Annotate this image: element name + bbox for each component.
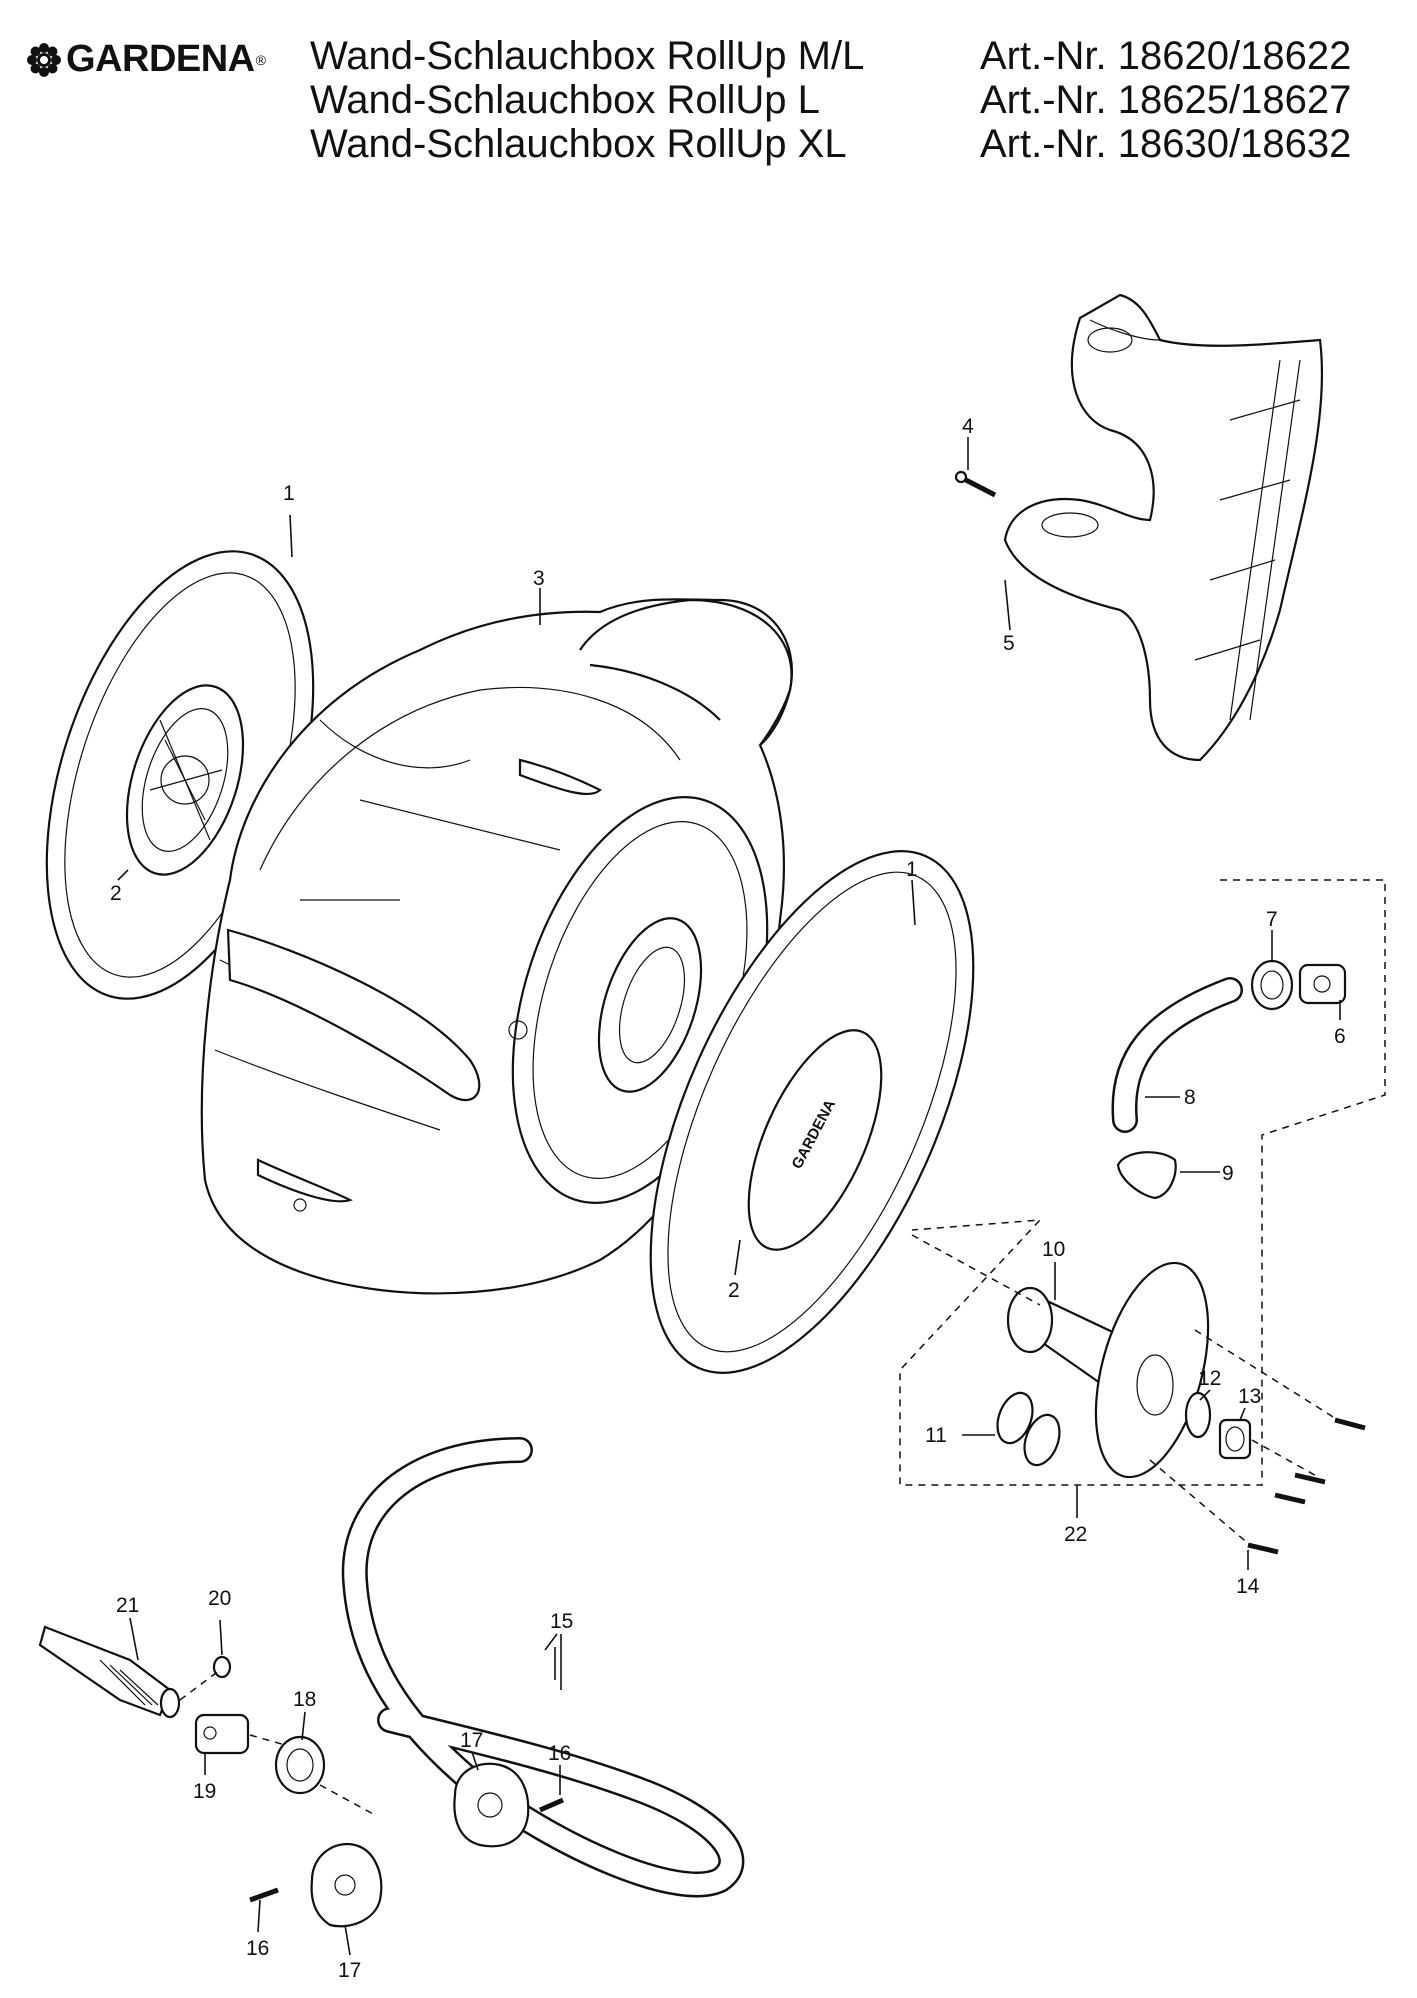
leader-lines (117, 437, 1341, 1956)
article-numbers: Art.-Nr. 18620/18622 Art.-Nr. 18625/1862… (980, 34, 1351, 166)
seal-12 (1184, 1391, 1212, 1439)
label-part-19: 19 (193, 1780, 216, 1803)
label-part-10: 10 (1042, 1238, 1065, 1261)
brand-name: GARDENA (66, 38, 255, 80)
label-part-18: 18 (293, 1688, 316, 1711)
label-part-11: 11 (925, 1424, 947, 1447)
label-part-16-lower: 16 (246, 1937, 269, 1960)
label-part-16-upper: 16 (548, 1742, 571, 1765)
label-part-17-lower: 17 (338, 1959, 361, 1982)
connector-nut-18 (274, 1735, 326, 1795)
label-part-2-left: 2 (110, 882, 122, 905)
label-part-1-right: 1 (906, 858, 918, 881)
hose-stop-17-lower (310, 1842, 383, 1928)
hose-connector-19 (194, 1713, 250, 1755)
header: GARDENA® Wand-Schlauchbox RollUp M/L Wan… (0, 0, 1417, 170)
gardena-flower-icon (27, 42, 61, 77)
product-titles: Wand-Schlauchbox RollUp M/L Wand-Schlauc… (310, 34, 864, 166)
valve-assembly-10 (911, 1234, 1210, 1479)
article-number-2: Art.-Nr. 18625/18627 (980, 78, 1352, 122)
label-part-3: 3 (533, 567, 545, 590)
label-part-5: 5 (1003, 632, 1015, 655)
label-part-6: 6 (1334, 1025, 1346, 1048)
o-ring-20 (212, 1655, 232, 1679)
label-part-8: 8 (1184, 1086, 1196, 1109)
label-part-21: 21 (116, 1594, 139, 1617)
screw-4 (954, 470, 997, 498)
gardena-logo: GARDENA® (26, 38, 266, 81)
label-part-17-upper: 17 (460, 1729, 483, 1752)
wall-bracket (1003, 293, 1324, 762)
product-title-1: Wand-Schlauchbox RollUp M/L (310, 34, 865, 78)
spray-nozzle-21 (38, 1625, 181, 1719)
label-part-4: 4 (962, 415, 974, 438)
part-number-labels: 1 2 3 4 5 1 2 7 6 8 9 10 11 12 13 14 22 … (110, 415, 1346, 1982)
right-side-cover: GARDENA (649, 850, 975, 1374)
assembly-22-outline (899, 879, 1386, 1486)
label-part-13: 13 (1238, 1385, 1261, 1408)
label-part-9: 9 (1222, 1162, 1234, 1185)
label-part-12: 12 (1198, 1367, 1221, 1390)
label-part-7: 7 (1266, 908, 1278, 931)
screw-16-lower (249, 1887, 279, 1903)
brand-reg: ® (255, 51, 266, 68)
o-rings-11 (996, 1391, 1061, 1467)
coupling-nut-7 (1250, 959, 1294, 1011)
screws-14 (1149, 1329, 1366, 1555)
article-number-3: Art.-Nr. 18630/18632 (980, 122, 1352, 166)
article-number-1: Art.-Nr. 18620/18622 (980, 34, 1352, 78)
label-part-1-left: 1 (283, 482, 295, 505)
label-part-14: 14 (1236, 1575, 1260, 1598)
label-part-2-right: 2 (728, 1279, 740, 1302)
clip-9 (1116, 1151, 1177, 1200)
hose-box-housing (200, 598, 793, 1295)
connector-6 (1298, 963, 1347, 1005)
label-part-20: 20 (208, 1587, 231, 1610)
hose-stop-17-upper (453, 1762, 530, 1848)
nut-13 (1218, 1418, 1252, 1460)
label-part-22: 22 (1064, 1523, 1087, 1546)
product-title-3: Wand-Schlauchbox RollUp XL (310, 122, 847, 166)
screw-16-upper (539, 1797, 564, 1813)
product-title-2: Wand-Schlauchbox RollUp L (310, 78, 820, 122)
label-part-15: 15 (550, 1610, 573, 1633)
